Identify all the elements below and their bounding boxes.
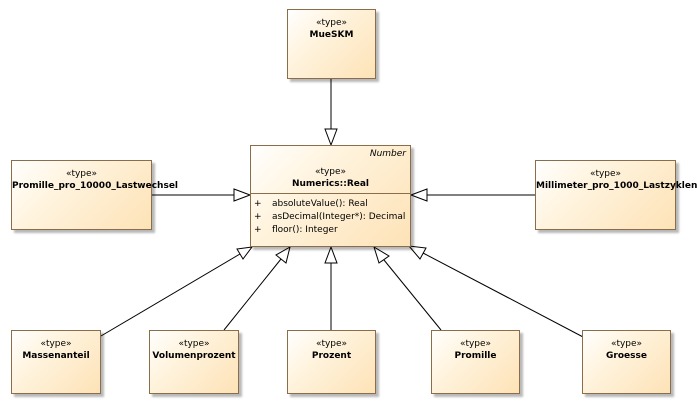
type-name: Groesse <box>606 351 647 361</box>
visibility-marker: + <box>254 225 262 235</box>
stereotype-label: «type» <box>314 167 347 177</box>
stereotype-label: «type» <box>610 339 643 349</box>
type-box-mueskm[interactable]: «type» MueSKM <box>287 9 376 79</box>
type-name: MueSKM <box>309 30 354 40</box>
operation-row[interactable]: + floor(): Integer <box>254 224 405 237</box>
operation-row[interactable]: + absoluteValue(): Real <box>254 198 405 211</box>
visibility-marker: + <box>254 212 262 222</box>
classifier-tag: Number <box>369 149 406 159</box>
operation-row[interactable]: + asDecimal(Integer*): Decimal <box>254 211 405 224</box>
arrowhead-volumenprozent <box>275 245 291 264</box>
arrowhead-groesse <box>407 245 427 260</box>
arrowhead-massenanteil <box>236 246 254 260</box>
type-name: Massenanteil <box>22 351 90 361</box>
type-box-volumenprozent[interactable]: «type» Volumenprozent <box>149 330 239 394</box>
operation-signature: asDecimal(Integer*): Decimal <box>272 212 406 222</box>
class-name: Numerics::Real <box>291 179 370 189</box>
type-name: Promille_pro_10000_Lastwechsel <box>12 181 179 191</box>
operation-signature: floor(): Integer <box>272 225 338 235</box>
type-box-promille[interactable]: «type» Promille <box>431 330 520 394</box>
operations-compartment: + absoluteValue(): Real + asDecimal(Inte… <box>254 198 405 237</box>
arrowhead-mueskm <box>324 128 338 147</box>
generalization-edge-volumenprozent <box>223 258 282 331</box>
type-box-massenanteil[interactable]: «type» Massenanteil <box>11 330 101 394</box>
generalization-edge-promille <box>383 259 442 331</box>
arrowhead-millimeter-pro-1000 <box>409 188 428 202</box>
stereotype-label: «type» <box>315 339 348 349</box>
visibility-marker: + <box>254 199 262 209</box>
stereotype-label: «type» <box>315 18 348 28</box>
compartment-divider <box>251 193 410 194</box>
stereotype-label: «type» <box>40 339 72 349</box>
stereotype-label: «type» <box>589 169 622 179</box>
type-name: Volumenprozent <box>152 351 236 361</box>
type-box-prozent[interactable]: «type» Prozent <box>287 330 376 394</box>
type-name: Prozent <box>311 351 352 361</box>
arrowhead-prozent <box>324 245 338 264</box>
type-box-promille-pro-10000-lastwechsel[interactable]: «type» Promille_pro_10000_Lastwechsel <box>11 160 179 230</box>
stereotype-label: «type» <box>459 339 492 349</box>
operation-signature: absoluteValue(): Real <box>272 199 368 209</box>
type-box-millimeter-pro-1000-lastzyklen[interactable]: «type» Millimeter_pro_1000_Lastzyklen <box>535 160 697 230</box>
arrowhead-promille-pro-10000 <box>233 188 252 202</box>
generalization-edge-groesse <box>422 252 586 339</box>
type-name: Millimeter_pro_1000_Lastzyklen <box>536 181 697 191</box>
stereotype-label: «type» <box>65 169 98 179</box>
class-box-numerics-real[interactable]: Number «type» Numerics::Real + absoluteV… <box>250 145 411 247</box>
stereotype-label: «type» <box>178 339 210 349</box>
generalization-edge-massenanteil <box>100 253 241 337</box>
type-box-groesse[interactable]: «type» Groesse <box>582 330 671 394</box>
arrowhead-promille <box>373 245 390 264</box>
type-name: Promille <box>454 351 497 361</box>
